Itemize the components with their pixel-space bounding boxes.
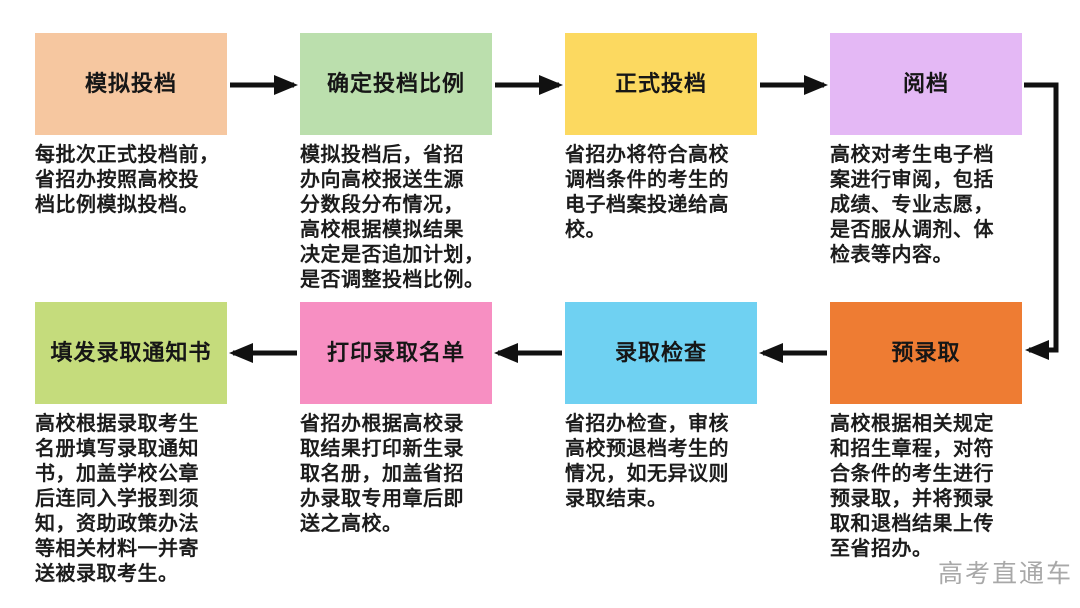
step-admission-check: 录取检查 省招办检查，审核 高校预退档考生的 情况，如无异议则 录取结束。 — [565, 302, 801, 512]
step-title-box: 确定投档比例 — [300, 33, 492, 135]
step-title: 确定投档比例 — [326, 70, 465, 96]
step-title-box: 模拟投档 — [35, 33, 227, 135]
step-description: 省招办根据高校录 取结果打印新生录 取名册，加盖省招 办录取专用章后即 送之高校… — [300, 413, 464, 535]
step-simulate-dispatch: 模拟投档 每批次正式投档前， 省招办按照高校投 档比例模拟投档。 — [35, 33, 271, 218]
step-description: 高校根据录取考生 名册填写录取通知 书，加盖学校公章 后连同入学报到须 知，资助… — [35, 413, 199, 585]
step-title: 填发录取通知书 — [50, 339, 212, 365]
step-title: 打印录取名单 — [326, 339, 465, 365]
step-title: 正式投档 — [614, 70, 707, 96]
step-title: 模拟投档 — [84, 70, 177, 96]
step-pre-admission: 预录取 高校根据相关规定 和招生章程，对符 合条件的考生进行 预录取，并将预录 … — [830, 302, 1066, 562]
step-determine-dispatch-ratio: 确定投档比例 模拟投档后，省招 办向高校报送生源 分数段分布情况， 高校根据模拟… — [300, 33, 536, 293]
step-description: 每批次正式投档前， 省招办按照高校投 档比例模拟投档。 — [35, 144, 220, 216]
step-title-box: 录取检查 — [565, 302, 757, 404]
step-title-box: 正式投档 — [565, 33, 757, 135]
step-description: 高校根据相关规定 和招生章程，对符 合条件的考生进行 预录取，并将预录 取和退档… — [830, 413, 994, 560]
step-official-dispatch: 正式投档 省招办将符合高校 调档条件的考生的 电子档案投递给高 校。 — [565, 33, 801, 243]
step-description: 省招办将符合高校 调档条件的考生的 电子档案投递给高 校。 — [565, 144, 729, 241]
step-title-box: 打印录取名单 — [300, 302, 492, 404]
step-description: 高校对考生电子档 案进行审阅，包括 成绩、专业志愿， 是否服从调剂、体 检表等内… — [830, 144, 994, 266]
step-issue-admission-letters: 填发录取通知书 高校根据录取考生 名册填写录取通知 书，加盖学校公章 后连同入学… — [35, 302, 271, 587]
step-title: 预录取 — [891, 339, 961, 365]
step-title-box: 阅档 — [830, 33, 1022, 135]
step-title-box: 预录取 — [830, 302, 1022, 404]
step-description: 模拟投档后，省招 办向高校报送生源 分数段分布情况， 高校根据模拟结果 决定是否… — [300, 144, 485, 291]
step-description: 省招办检查，审核 高校预退档考生的 情况，如无异议则 录取结束。 — [565, 413, 729, 510]
watermark-gaokao-zhitongche: 高考直通车 — [938, 560, 1074, 588]
step-print-admission-list: 打印录取名单 省招办根据高校录 取结果打印新生录 取名册，加盖省招 办录取专用章… — [300, 302, 536, 537]
step-title: 阅档 — [902, 70, 949, 96]
step-review-files: 阅档 高校对考生电子档 案进行审阅，包括 成绩、专业志愿， 是否服从调剂、体 检… — [830, 33, 1066, 268]
step-title: 录取检查 — [614, 339, 707, 365]
step-title-box: 填发录取通知书 — [35, 302, 227, 404]
